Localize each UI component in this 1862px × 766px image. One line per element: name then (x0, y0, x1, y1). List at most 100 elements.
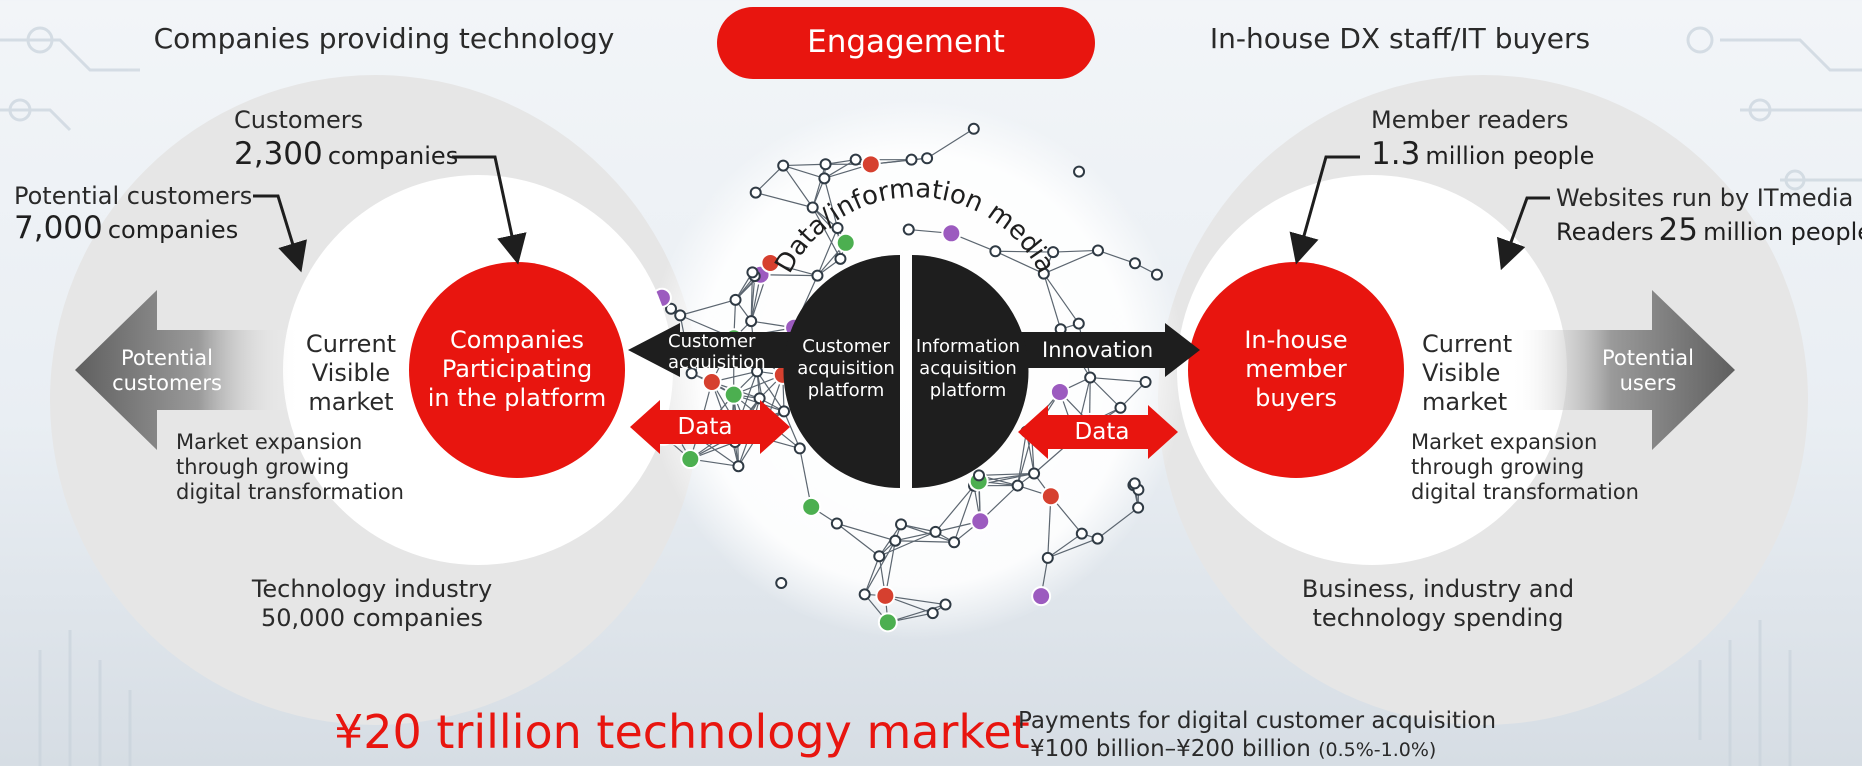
left-current-market: Current Visible market (306, 330, 396, 417)
sites-value: 25 (1658, 212, 1698, 248)
data-arrow-right (1018, 405, 1178, 459)
network-node (1084, 371, 1097, 384)
potential-customers-arrow (75, 290, 300, 450)
network-avatar-node (801, 496, 822, 517)
customers-count: 2,300 companies (234, 136, 458, 172)
payments-line2: ¥100 billion–¥200 billion (0.5%-1.0%) (1030, 736, 1436, 762)
member-buyers-circle (1188, 262, 1404, 478)
member-buyers-label: In-house member buyers (1244, 326, 1347, 413)
info-platform-line3: platform (929, 380, 1007, 401)
network-node (753, 392, 766, 405)
data-right-label: Data (1074, 419, 1130, 445)
network-link (823, 178, 839, 229)
spending-line1: Business, industry and (1301, 575, 1575, 603)
cust-platform-line3: platform (807, 380, 885, 401)
network-link (1017, 431, 1028, 486)
network-link (1043, 249, 1099, 275)
network-avatar-node (875, 585, 896, 606)
network-link (1043, 273, 1062, 330)
engagement-badge (717, 7, 1095, 79)
network-link (995, 250, 1054, 253)
network-node (948, 536, 961, 549)
network-link (953, 485, 975, 543)
network-link (1017, 435, 1033, 486)
network-link (885, 595, 946, 606)
info-platform-line1: Information (915, 336, 1021, 357)
network-link (995, 250, 1045, 275)
network-link (824, 159, 856, 179)
innovation-label: Innovation (1042, 338, 1154, 362)
participating-line3: in the platform (427, 384, 607, 412)
network-link (935, 485, 975, 533)
network-node (732, 460, 745, 473)
technology-industry: Technology industry 50,000 companies (252, 575, 492, 633)
network-node (1028, 467, 1041, 480)
network-node (902, 223, 915, 236)
buyers-line2: member (1245, 355, 1347, 383)
readers-value: 1.3 (1371, 136, 1421, 172)
industry-line2: 50,000 companies (261, 604, 483, 632)
network-link (1090, 376, 1146, 383)
network-avatar-node (1031, 586, 1052, 607)
network-node (1114, 401, 1127, 414)
network-link (816, 227, 839, 276)
potential-users-line2: users (1619, 371, 1677, 395)
network-node (749, 186, 762, 199)
network-link (755, 192, 813, 209)
network-node (972, 469, 985, 482)
customers-unit: companies (327, 142, 459, 170)
network-link (836, 522, 896, 542)
network-node (1132, 501, 1145, 514)
potential-users-line1: Potential (1602, 346, 1694, 370)
potential-customers-line2: customers (112, 371, 222, 395)
network-node (806, 201, 819, 214)
websites-label: Websites run by ITmedia (1556, 184, 1854, 212)
network-node (905, 153, 918, 166)
right-current-line3: market (1422, 388, 1508, 416)
potential-customers-line1: Potential (121, 346, 213, 370)
network-link (895, 531, 936, 542)
network-node (818, 172, 831, 185)
network-node (926, 607, 939, 620)
network-node (777, 159, 790, 172)
right-expansion-text: Market expansion through growing digital… (1411, 430, 1639, 505)
network-node (849, 153, 862, 166)
customers-label: Customers (234, 106, 364, 134)
websites-pointer (1497, 196, 1550, 271)
network-node (1075, 527, 1088, 540)
right-expansion-line1: Market expansion (1411, 430, 1598, 454)
payments-percent: (0.5%-1.0%) (1318, 739, 1437, 761)
engagement-label: Engagement (807, 24, 1005, 60)
network-link (978, 472, 1035, 476)
network-node (729, 293, 742, 306)
network-node (778, 405, 791, 418)
network-node (1139, 375, 1152, 388)
network-link (1047, 496, 1052, 558)
information-acquisition-platform (912, 255, 1029, 488)
network-node (889, 534, 902, 547)
network-link (812, 164, 827, 208)
network-link (782, 165, 814, 208)
network-link (1047, 533, 1083, 559)
participating-companies-circle (409, 262, 625, 478)
info-platform-line2: acquisition (919, 358, 1017, 379)
right-expansion-line2: through growing (1411, 455, 1585, 479)
network-avatar-node (941, 223, 962, 244)
network-node (873, 550, 886, 563)
network-node (685, 367, 698, 380)
buyers-line1: In-house (1244, 326, 1348, 354)
right-current-line1: Current (1422, 330, 1513, 358)
right-title: In-house DX staff/IT buyers (1209, 22, 1591, 55)
data-arrow-left (630, 400, 790, 454)
websites-readers: Readers 25 million people (1556, 212, 1862, 248)
network-link (864, 540, 896, 595)
network-avatar-node (701, 372, 722, 393)
network-node (831, 221, 844, 234)
network-link (879, 531, 936, 557)
network-avatar-node (680, 449, 701, 470)
potential-customers-pointer (253, 194, 307, 273)
sites-unit: million people (1703, 218, 1862, 246)
network-node (1091, 532, 1104, 545)
pointer-arrows (253, 155, 1550, 273)
